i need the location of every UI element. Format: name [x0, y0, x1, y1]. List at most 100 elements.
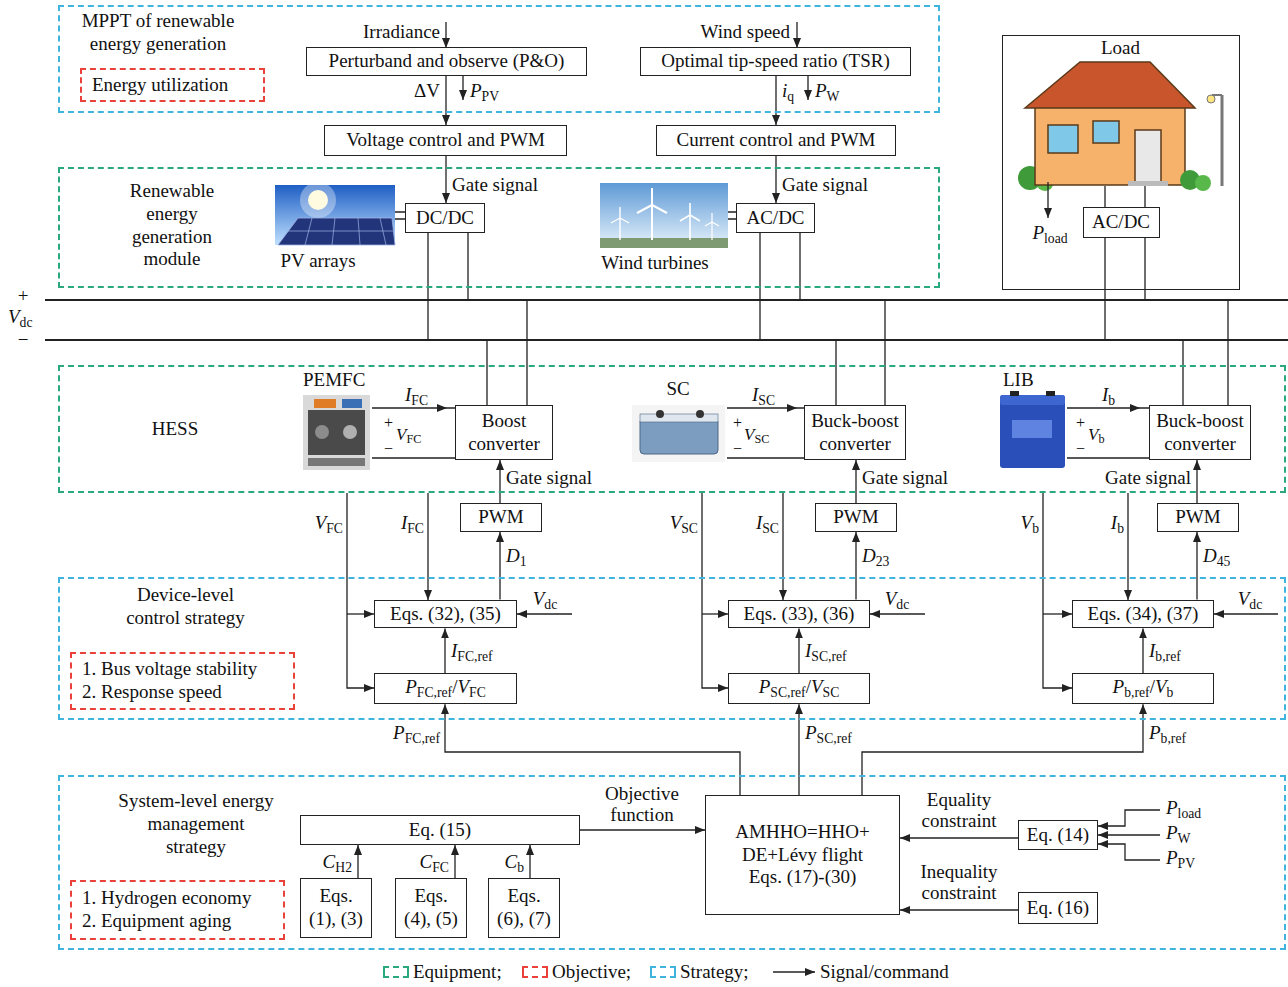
subscript: SC,ref: [811, 649, 846, 664]
region-heading: Load: [1004, 37, 1238, 60]
edge-label: Pb,ref: [1149, 722, 1186, 747]
supercapacitor-image: [696, 410, 704, 418]
label-holder: PPV: [470, 80, 499, 105]
label-holder: +: [733, 411, 742, 433]
symbol: V: [457, 676, 469, 697]
subscript: q: [787, 89, 794, 104]
edge-label: CFC: [420, 851, 449, 876]
signal-arrow: [445, 156, 446, 203]
label-holder: Ib: [1102, 384, 1115, 409]
signal-name: VFC: [396, 425, 421, 446]
equation-box: Eq. (16): [1018, 892, 1098, 924]
signal-arrow: [775, 76, 776, 125]
signal-arrow: [445, 76, 446, 125]
label-holder: Pload: [1166, 797, 1201, 822]
region-heading: Renewable energy generation module: [107, 180, 237, 271]
subscript: W: [827, 89, 840, 104]
signal-wire: [462, 76, 463, 100]
battery-image: [1012, 420, 1052, 438]
edge-label: D23: [862, 545, 889, 570]
signal-wire: [347, 613, 374, 614]
symbol: D: [1203, 545, 1217, 566]
legend-text: Signal/command: [820, 961, 949, 983]
edge-label-holder: Gate signal: [862, 467, 948, 489]
signal-wire: [807, 76, 808, 100]
box-text: 1. Hydrogen economy: [82, 887, 251, 910]
battery-image: [1010, 391, 1019, 396]
symbol: V: [533, 588, 545, 609]
box-text: AMHHO=HHO+ DE+Lévy flight Eqs. (17)-(30): [728, 821, 878, 889]
edge-label-holder: ΔV: [414, 80, 440, 102]
house-image: [1128, 181, 1168, 186]
subscript: load: [1044, 231, 1068, 246]
box-text: PWM: [833, 506, 878, 529]
battery-image: [1000, 395, 1065, 468]
subscript: FC: [406, 432, 421, 446]
subscript: SC,ref: [770, 685, 805, 700]
objective-box: 1. Bus voltage stability2. Response spee…: [70, 652, 295, 710]
signal-name: PPV: [1166, 847, 1195, 872]
pwm-box: PWM: [1157, 503, 1239, 532]
edge-label-holder: D1: [506, 545, 527, 570]
signal-wire: [347, 493, 374, 688]
subscript: FC: [432, 860, 449, 875]
subscript: b: [1032, 521, 1039, 536]
box-text: Perturband and observe (P&O): [329, 50, 565, 73]
signal-arrow: [499, 532, 500, 600]
part-name: +: [1076, 414, 1085, 432]
edge-label-holder: Cb: [504, 851, 524, 876]
signal-wire: [870, 613, 925, 614]
symbol: P: [1149, 722, 1161, 743]
part-name: Wind speed: [701, 21, 790, 43]
objective-box: 1. Hydrogen economy2. Equipment aging: [70, 880, 285, 940]
wind-turbine-image: [705, 213, 719, 240]
equation-box: Eqs. (33), (36): [728, 600, 870, 629]
label-holder: PW: [815, 80, 840, 105]
process-box: Current control and PWM: [656, 125, 896, 156]
converter-box: AC/DC: [736, 203, 815, 233]
equation-box: Eq. (15): [300, 815, 580, 845]
pemfc-image: [303, 395, 370, 470]
wind-turbine-image: [680, 203, 700, 240]
operator: /: [806, 676, 811, 697]
pv-array-image: [278, 218, 395, 245]
label-holder: +: [384, 411, 393, 433]
signal-name: VSC: [670, 512, 698, 537]
region-heading: Device-level control strategy: [118, 584, 253, 630]
process-box: Perturband and observe (P&O): [306, 47, 587, 76]
symbol: i: [782, 80, 787, 101]
signal-arrow: [357, 845, 358, 878]
box-text: DC/DC: [416, 207, 474, 230]
pwm-box: PWM: [460, 503, 542, 532]
wind-turbine-image: [600, 183, 728, 248]
signal-arrow: [900, 837, 1018, 838]
signal-arrow: [775, 156, 776, 203]
subscript: load: [1178, 806, 1202, 821]
house-image: [1025, 62, 1195, 108]
box-text: 1. Bus voltage stability: [82, 658, 257, 681]
equation-box: Eq. (14): [1018, 820, 1098, 850]
part-name: Irradiance: [363, 21, 440, 43]
signal-name: Vb: [1088, 425, 1105, 446]
edge-label: Gate signal: [452, 174, 538, 196]
edge-label: D45: [1203, 545, 1230, 570]
signal-wire: [702, 613, 728, 614]
label-holder: Vdc: [8, 306, 33, 331]
label-holder: LIB: [1003, 369, 1034, 391]
edge-label: Equality constraint: [907, 790, 1012, 832]
house-image: [1093, 121, 1119, 143]
signal-wire: [702, 493, 728, 688]
converter-box: Boost converter: [455, 405, 553, 460]
part-name: +: [18, 285, 29, 307]
edge-label: Gate signal: [506, 467, 592, 489]
edge-label: CH2: [323, 851, 352, 876]
subscript: SC: [681, 521, 698, 536]
subscript: FC: [326, 521, 343, 536]
symbol: P: [1166, 797, 1178, 818]
pv-array-image: [300, 182, 336, 218]
signal-wire: [1047, 182, 1048, 218]
label-holder: VSC: [670, 512, 698, 537]
symbol: I: [752, 384, 758, 405]
label-holder: Wind speed: [701, 21, 790, 43]
symbol: P: [1166, 822, 1178, 843]
